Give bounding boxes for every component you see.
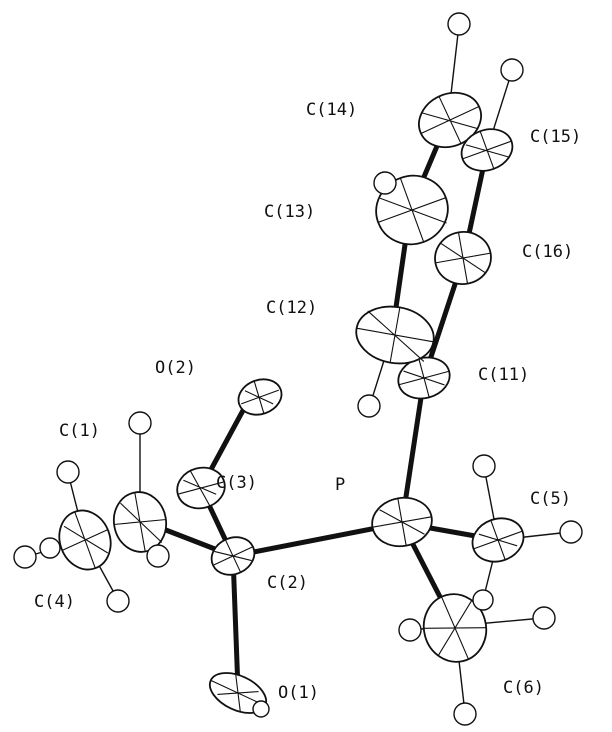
atom-labels: C(14) C(15) C(13) C(16) C(12) O(2) C(11)… [34,100,581,703]
hydrogen-atom [398,618,422,642]
atoms [58,91,525,714]
hydrogen-atom [106,589,130,613]
atom-c13 [375,174,449,246]
hydrogen-atom [532,606,556,630]
label-c4: C(4) [34,592,75,612]
hydrogen-atoms [13,12,583,726]
hydrogen-atom [357,394,381,418]
label-o1: O(1) [278,683,319,703]
hydrogen-atom [39,537,61,559]
hydrogen-atom [559,520,583,544]
label-c15: C(15) [530,127,581,147]
atom-o2 [237,378,283,416]
hydrogen-atom [252,700,270,718]
label-c11: C(11) [478,365,529,385]
hydrogen-atom [373,171,397,195]
atom-c1 [112,491,168,553]
atom-p [371,496,433,548]
label-c12: C(12) [266,298,317,318]
label-c14: C(14) [306,100,357,120]
atom-c12 [355,305,435,365]
hydrogen-atom [500,58,524,82]
hydrogen-atom [146,544,170,568]
bond-c2-o1 [230,553,241,693]
label-o2: O(2) [155,358,196,378]
hydrogen-atom [453,702,477,726]
label-c2: C(2) [267,573,308,593]
atom-c2 [210,536,256,576]
label-c3: C(3) [216,473,257,493]
label-c13: C(13) [264,202,315,222]
atom-c16 [434,231,492,285]
atom-c3 [176,466,226,510]
label-c1: C(1) [59,421,100,441]
label-c6: C(6) [503,678,544,698]
hydrogen-atom [472,589,494,611]
atom-c14 [418,91,482,149]
hydrogen-atom [56,460,80,484]
atom-c5 [471,517,525,563]
atom-c4 [58,509,112,571]
label-c16: C(16) [522,242,573,262]
atom-c15 [460,128,514,172]
hydrogen-atom [13,545,37,569]
hydrogen-atom [472,454,496,478]
label-p: P [335,475,345,495]
atom-c6 [422,593,488,663]
hydrogen-atom [128,411,152,435]
label-c5: C(5) [530,489,571,509]
hydrogen-atom [447,12,471,36]
